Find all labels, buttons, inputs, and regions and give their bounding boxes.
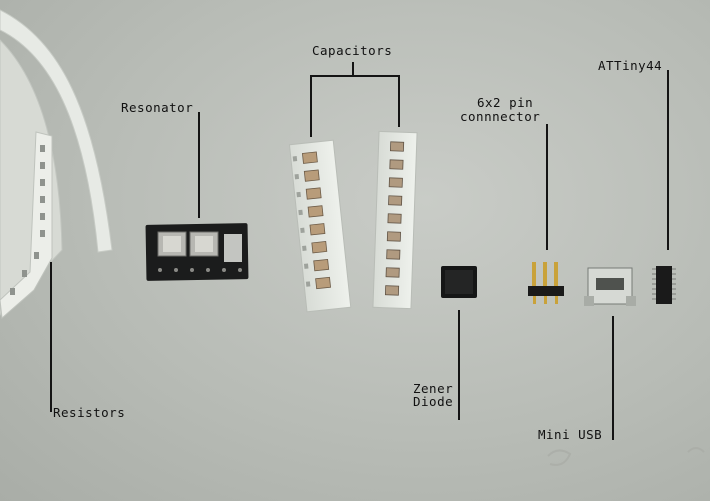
mini-usb-part: [584, 267, 636, 306]
capacitors-label: Capacitors: [312, 43, 393, 58]
zener-diode-part: [441, 266, 477, 298]
resistor-tape-reel: [0, 9, 113, 320]
mini-usb-label: Mini USB: [538, 427, 603, 442]
attiny-label: ATTiny44: [598, 58, 663, 73]
resistors-label: Resistors: [53, 405, 126, 420]
zener-leader: [458, 310, 460, 420]
zener-label-line2: Diode: [413, 394, 454, 409]
capacitors-leader-stem: [352, 62, 354, 76]
table-scuffs: [547, 447, 705, 466]
pin-connector-label-line1: 6x2 pin: [477, 95, 534, 110]
pin-connector-part: [528, 262, 564, 304]
resonator-label: Resonator: [121, 100, 194, 115]
resistors-leader: [50, 262, 52, 412]
attiny-leader: [667, 70, 669, 250]
capacitor-strip-1: [288, 139, 352, 313]
pin-connector-leader: [546, 124, 548, 250]
pin-connector-label-line2: connnector: [460, 109, 541, 124]
capacitors-leader-right: [398, 75, 400, 127]
zener-label-line1: Zener: [413, 381, 454, 396]
capacitors-leader-left: [310, 75, 312, 137]
resonator-strip: [145, 223, 249, 281]
resonator-leader: [198, 112, 200, 218]
capacitor-strip-2: [372, 130, 418, 310]
capacitors-leader-top: [310, 75, 400, 77]
attiny44-chip: [652, 266, 676, 304]
mini-usb-leader: [612, 316, 614, 440]
